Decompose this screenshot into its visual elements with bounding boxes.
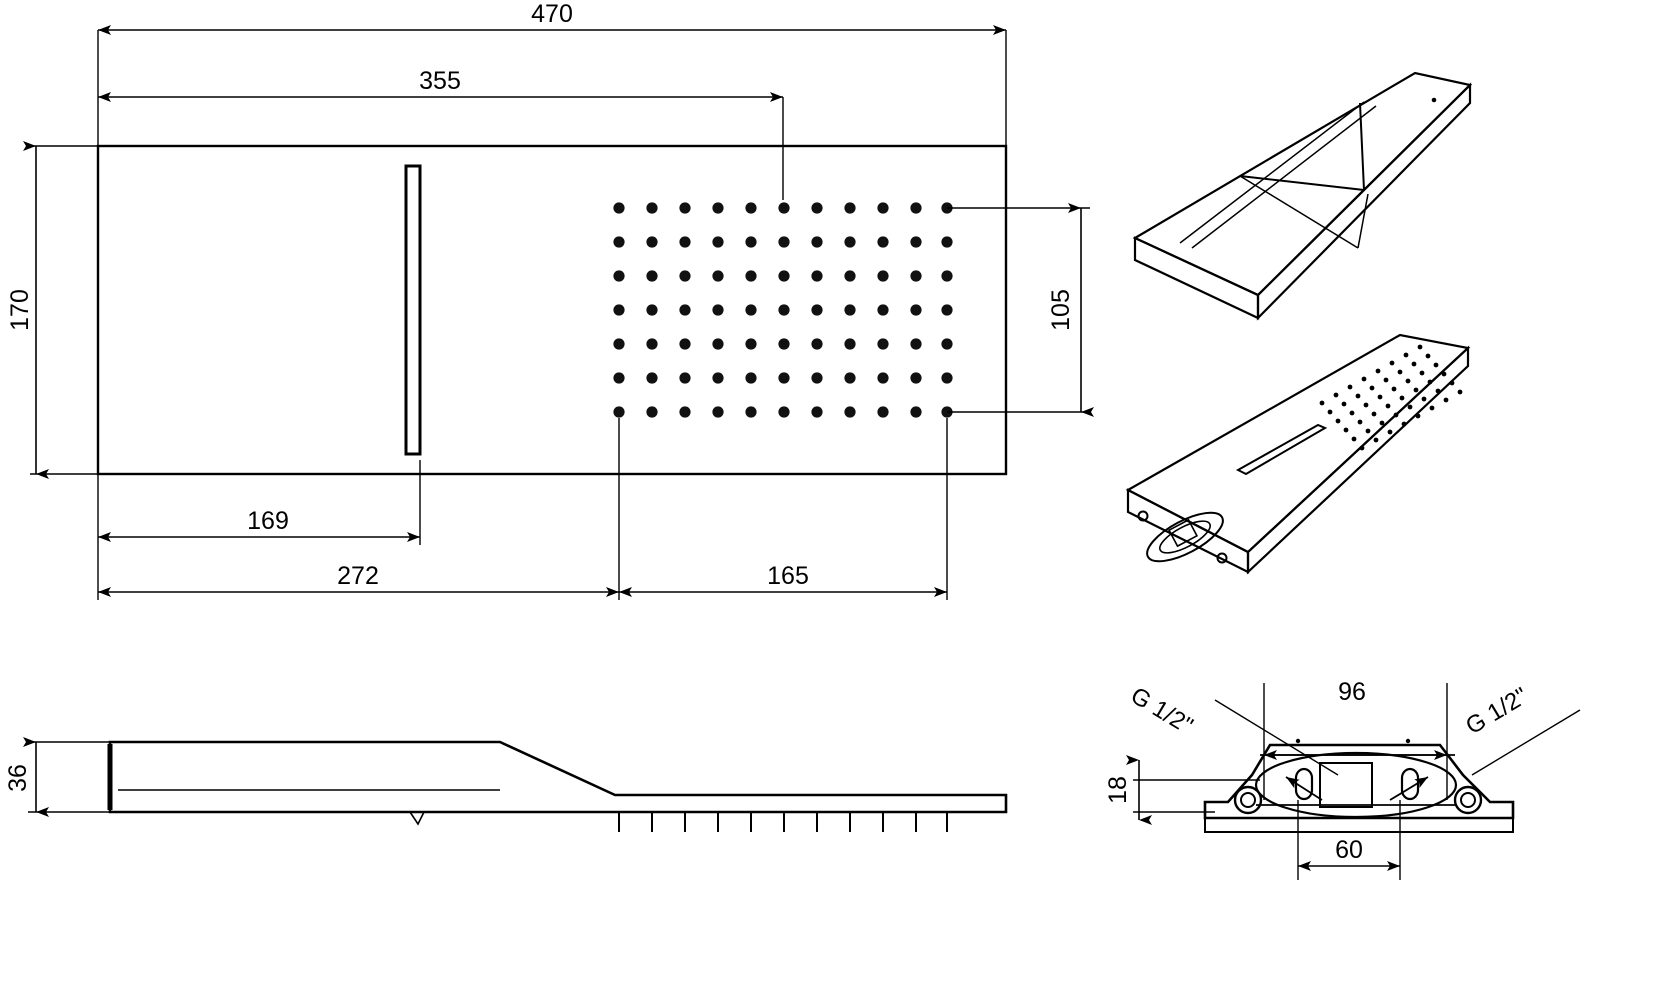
callout-leader-left: [1214, 699, 1339, 776]
callout-thread-right: G 1/2": [1461, 682, 1581, 776]
dimension-label-18: 18: [1104, 776, 1132, 804]
nozzle-row: [613, 236, 953, 248]
callout-thread-left: G 1/2": [1126, 682, 1339, 776]
end-base-plate: [1204, 817, 1514, 833]
iso-bottom-nozzle-field: [1319, 344, 1463, 451]
iso-top-v-close: [1357, 193, 1369, 249]
dimension-36: 36: [4, 737, 110, 817]
dimension-label-170: 170: [6, 289, 34, 331]
callout-label-right: G 1/2": [1461, 682, 1533, 740]
dimension-355: 355: [98, 67, 784, 200]
end-screw-boss-left: [1233, 785, 1263, 815]
end-detail-view: G 1/2" G 1/2" 96 18: [1104, 678, 1581, 880]
dimension-label-169: 169: [247, 507, 289, 535]
end-screw-boss-right: [1453, 785, 1483, 815]
dimension-169: 169: [98, 460, 421, 545]
dimension-label-165: 165: [767, 562, 809, 590]
nozzle-row: [613, 202, 953, 214]
dimension-170: 170: [6, 141, 100, 479]
dimension-label-60: 60: [1335, 836, 1363, 864]
iso-bottom-slot: [1235, 423, 1328, 476]
dimension-label-355: 355: [419, 67, 461, 95]
dimension-label-470: 470: [531, 0, 573, 28]
callout-leader-right: [1471, 709, 1581, 776]
dimension-label-36: 36: [4, 764, 32, 792]
nozzle-grid: [613, 202, 953, 418]
iso-top-v-stem: [1359, 102, 1365, 191]
iso-bottom-front-edge: [1126, 488, 1250, 574]
iso-top-v-right: [1239, 175, 1359, 249]
iso-view-top: [1132, 71, 1473, 321]
plate-outline-top: [96, 144, 1008, 476]
dimension-272: 272: [97, 418, 620, 600]
side-profile-outline: [108, 740, 1008, 814]
iso-top-hole-marker: [1431, 97, 1437, 103]
side-fitting-mark: [409, 811, 425, 826]
iso-top-ridge-a: [1179, 101, 1365, 244]
side-nozzle-teeth: [606, 811, 960, 832]
iso-top-right-edge: [1256, 82, 1472, 321]
iso-top-v-left: [1239, 175, 1365, 191]
end-profile-outline: [1203, 743, 1515, 820]
dimension-165: 165: [619, 418, 948, 600]
iso-top-front-edge: [1133, 236, 1260, 320]
end-top-dot-left: [1295, 738, 1301, 744]
side-view: 36: [4, 737, 1008, 832]
nozzle-row: [613, 304, 953, 316]
iso-bottom-right-edge: [1246, 345, 1470, 575]
dimension-470: 470: [97, 0, 1007, 150]
end-cavity-leaders: [1285, 776, 1429, 801]
waterfall-slot: [404, 164, 422, 456]
dimension-label-96: 96: [1338, 678, 1366, 706]
nozzle-row: [613, 338, 953, 350]
dimension-label-272: 272: [337, 562, 379, 590]
end-center-block: [1319, 762, 1373, 808]
dimension-18: 18: [1104, 755, 1260, 825]
dimension-60: 60: [1297, 800, 1401, 880]
nozzle-row: [613, 372, 953, 384]
dimension-105: 105: [947, 203, 1094, 417]
iso-bottom-connector: [1137, 510, 1228, 564]
top-view: 470 355 170: [6, 0, 1094, 600]
callout-label-left: G 1/2": [1126, 682, 1198, 740]
nozzle-row: [613, 270, 953, 282]
end-top-dot-right: [1405, 738, 1411, 744]
iso-view-bottom: [1125, 333, 1471, 575]
dimension-label-105: 105: [1047, 289, 1075, 331]
nozzle-row: [613, 406, 953, 418]
iso-top-ridge-b: [1191, 105, 1377, 249]
